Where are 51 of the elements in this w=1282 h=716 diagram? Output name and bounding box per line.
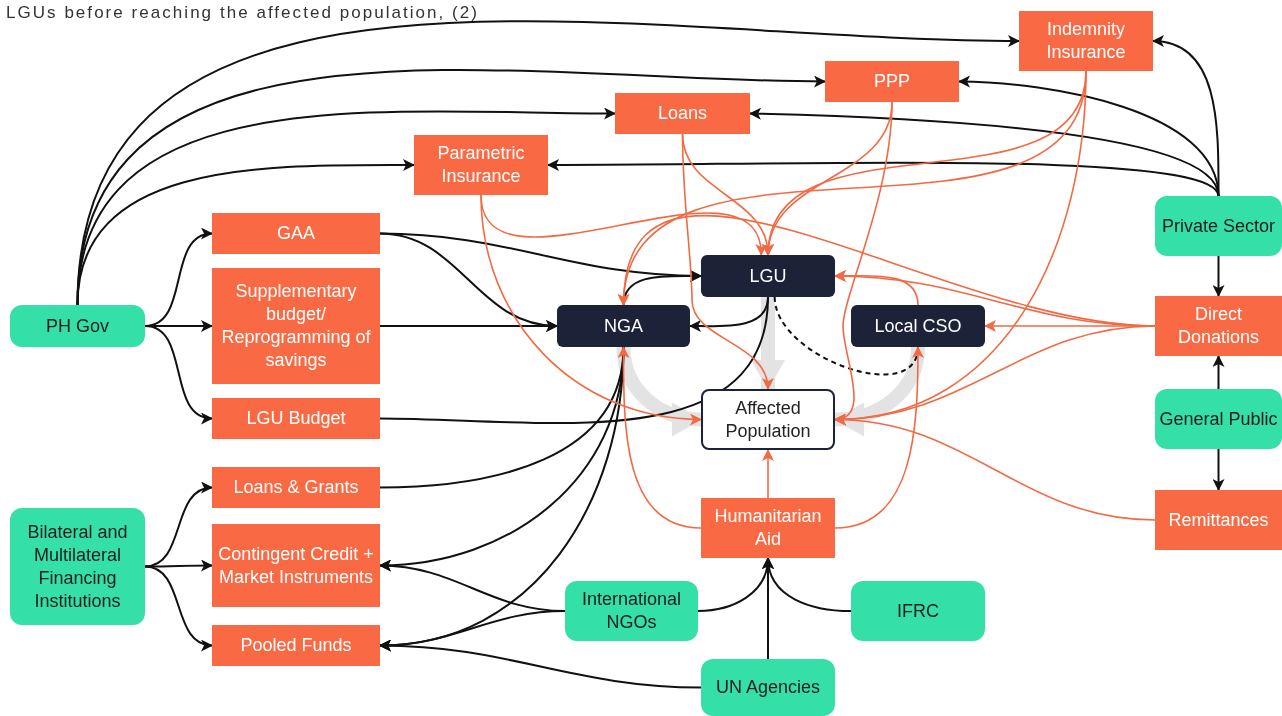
- arrow: [617, 346, 702, 529]
- funding-box: LGU Budget: [212, 398, 380, 439]
- arrow: [1212, 448, 1225, 491]
- source-box: International NGOs: [565, 581, 698, 641]
- agency-box: Local CSO: [851, 305, 985, 347]
- arrow: [76, 20, 1020, 306]
- arrow: [762, 557, 774, 660]
- connector-line: [773, 296, 919, 376]
- funding-box: Remittances: [1155, 490, 1282, 550]
- funding-box: Supplementary budget/ Reprogramming of savings: [212, 268, 380, 384]
- arrow: [379, 639, 702, 689]
- arrow: [616, 346, 702, 435]
- source-box: Private Sector: [1155, 196, 1282, 256]
- funding-box: PPP: [825, 61, 959, 102]
- arrow: [1212, 355, 1225, 390]
- funding-box: GAA: [212, 213, 380, 254]
- funding-box: Direct Donations: [1155, 296, 1282, 356]
- arrow: [76, 69, 826, 306]
- arrow: [144, 565, 213, 650]
- arrow: [379, 320, 558, 332]
- outcome-box: Affected Population: [701, 389, 835, 450]
- arrow: [144, 325, 213, 423]
- agency-box: LGU: [701, 255, 835, 297]
- arrow: [622, 269, 702, 306]
- source-box: IFRC: [851, 581, 985, 641]
- arrow: [547, 158, 1220, 197]
- arrow: [480, 194, 702, 425]
- source-box: UN Agencies: [701, 659, 835, 716]
- funding-box: Humanitarian Aid: [701, 498, 835, 558]
- funding-box: Contingent Credit + Market Instruments: [212, 524, 380, 607]
- source-box: PH Gov: [10, 305, 145, 347]
- arrow: [144, 559, 213, 572]
- arrow: [751, 297, 785, 390]
- arrow: [1152, 36, 1220, 197]
- funding-box: Pooled Funds: [212, 625, 380, 666]
- arrow: [1212, 255, 1225, 297]
- funding-box: Loans & Grants: [212, 467, 380, 508]
- agency-box: NGA: [557, 305, 690, 347]
- funding-box: Indemnity Insurance: [1019, 11, 1153, 71]
- funding-box: Parametric Insurance: [414, 135, 548, 195]
- funding-box: Loans: [615, 93, 750, 134]
- arrow: [834, 346, 925, 435]
- arrow: [834, 269, 919, 306]
- arrow: [834, 346, 924, 529]
- note-text: LGUs before reaching the affected population, (2): [6, 2, 479, 24]
- arrow: [762, 449, 774, 499]
- arrow: [689, 296, 769, 333]
- arrow: [834, 414, 1156, 521]
- source-box: Bilateral and Multilateral Financing Institutions: [10, 508, 145, 625]
- arrow: [681, 133, 773, 390]
- source-box: General Public: [1155, 389, 1282, 449]
